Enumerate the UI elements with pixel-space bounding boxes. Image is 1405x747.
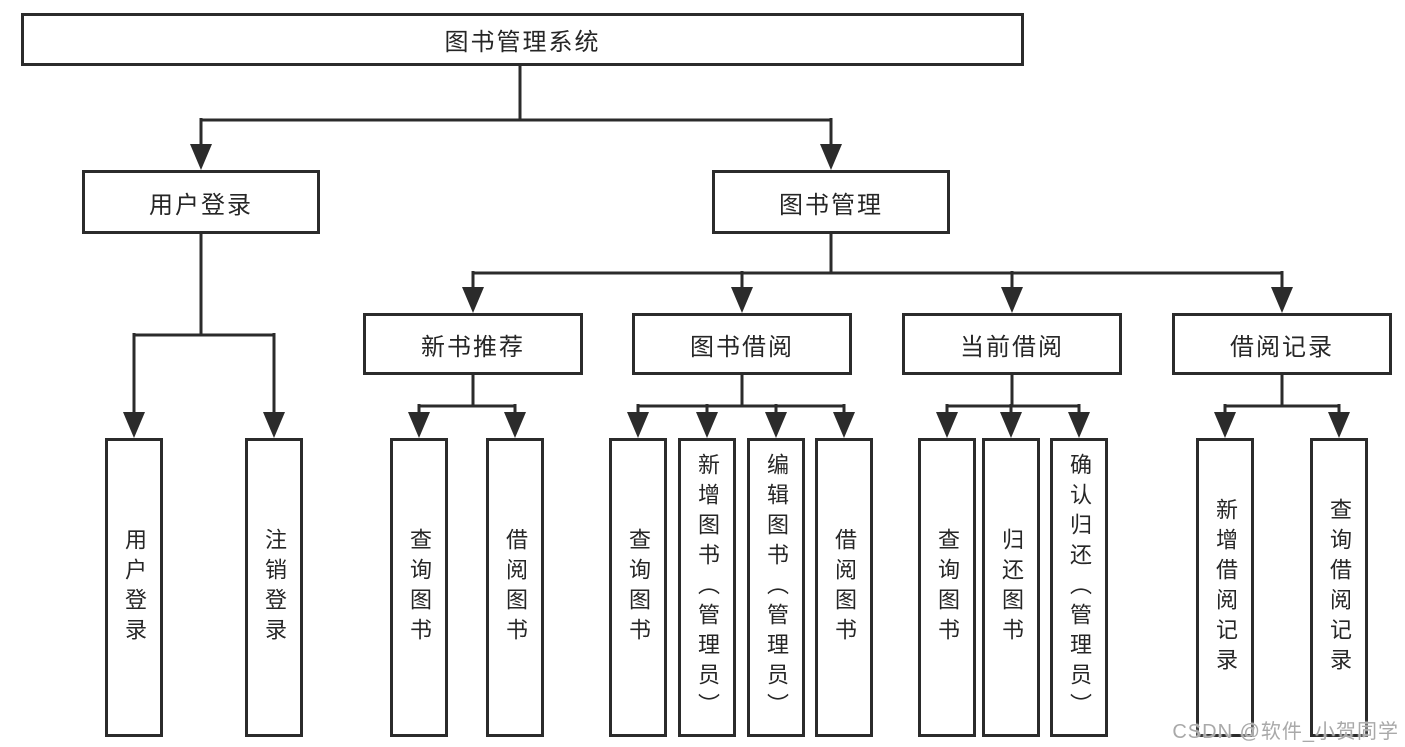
- leaf-return-books-label: 归还图书: [999, 527, 1024, 648]
- node-borrow-records-label: 借阅记录: [1230, 333, 1334, 361]
- leaf-user-login-label: 用户登录: [122, 527, 147, 648]
- leaf-borrow-books-label: 借阅图书: [832, 527, 857, 648]
- leaf-query-books-borrowing: 查询图书: [609, 438, 667, 737]
- leaf-add-books-admin: 新增图书（管理员）: [678, 438, 736, 737]
- node-user-login: 用户登录: [82, 170, 320, 234]
- node-current-borrowing: 当前借阅: [902, 313, 1122, 375]
- node-user-login-label: 用户登录: [149, 191, 253, 219]
- node-book-management-label: 图书管理: [779, 191, 883, 219]
- leaf-edit-books-admin-label: 编辑图书（管理员）: [764, 452, 789, 723]
- watermark-text: CSDN @软件_小贺同学: [1172, 721, 1399, 743]
- leaf-borrow-books: 借阅图书: [815, 438, 873, 737]
- node-new-book-recommend: 新书推荐: [363, 313, 583, 375]
- node-root: 图书管理系统: [21, 13, 1024, 66]
- leaf-add-borrow-record-label: 新增借阅记录: [1213, 497, 1238, 678]
- leaf-query-books-current: 查询图书: [918, 438, 976, 737]
- leaf-query-books-recommend: 查询图书: [390, 438, 448, 737]
- leaf-confirm-return-admin-label: 确认归还（管理员）: [1067, 452, 1092, 723]
- node-borrow-records: 借阅记录: [1172, 313, 1392, 375]
- leaf-logout: 注销登录: [245, 438, 303, 737]
- leaf-return-books: 归还图书: [982, 438, 1040, 737]
- leaf-borrow-books-recommend-label: 借阅图书: [503, 527, 528, 648]
- node-book-borrowing: 图书借阅: [632, 313, 852, 375]
- leaf-confirm-return-admin: 确认归还（管理员）: [1050, 438, 1108, 737]
- leaf-borrow-books-recommend: 借阅图书: [486, 438, 544, 737]
- leaf-query-books-recommend-label: 查询图书: [407, 527, 432, 648]
- leaf-add-books-admin-label: 新增图书（管理员）: [695, 452, 720, 723]
- node-root-label: 图书管理系统: [444, 29, 601, 56]
- leaf-edit-books-admin: 编辑图书（管理员）: [747, 438, 805, 737]
- leaf-query-books-borrowing-label: 查询图书: [626, 527, 651, 648]
- leaf-add-borrow-record: 新增借阅记录: [1196, 438, 1254, 737]
- node-book-borrowing-label: 图书借阅: [690, 333, 794, 361]
- leaf-logout-label: 注销登录: [262, 527, 287, 648]
- node-current-borrowing-label: 当前借阅: [960, 333, 1064, 361]
- node-new-book-recommend-label: 新书推荐: [421, 333, 525, 361]
- leaf-query-books-current-label: 查询图书: [935, 527, 960, 648]
- leaf-user-login: 用户登录: [105, 438, 163, 737]
- node-book-management: 图书管理: [712, 170, 950, 234]
- leaf-query-borrow-record: 查询借阅记录: [1310, 438, 1368, 737]
- leaf-query-borrow-record-label: 查询借阅记录: [1327, 497, 1352, 678]
